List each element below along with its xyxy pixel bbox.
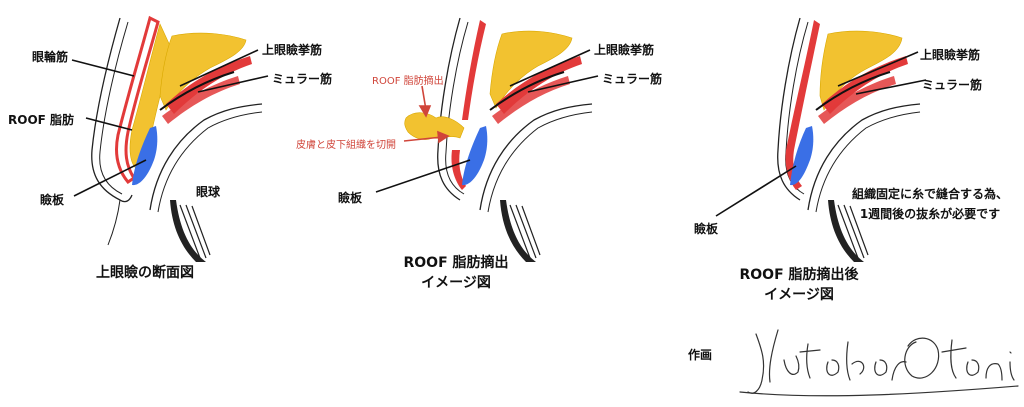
eyeball-outline — [807, 103, 921, 211]
panel2-pointer-lines — [375, 49, 599, 193]
caption-line-1: ROOF 脂肪摘出 — [403, 255, 509, 271]
eyeball-outline — [149, 103, 263, 211]
note-line-1: 組織固定に糸で縫合する為、 — [851, 187, 1008, 201]
cornea-shading — [170, 200, 206, 262]
cornea-shading — [828, 200, 864, 262]
label-roof-fat: ROOF 脂肪 — [8, 113, 75, 127]
panel-roof-removal: ROOF 脂肪摘出 皮膚と皮下組織を切開 瞼板 上眼瞼挙筋 ミュラー筋 ROOF… — [296, 0, 680, 407]
panel-eyelid-cross-section: 眼輪筋 ROOF 脂肪 瞼板 上眼瞼挙筋 ミュラー筋 眼球 上眼瞼の断面図 — [0, 0, 340, 407]
caption-line-1: ROOF 脂肪摘出後 — [739, 267, 859, 283]
label-tarsus: 瞼板 — [694, 222, 719, 236]
label-incision: 皮膚と皮下組織を切開 — [296, 140, 396, 151]
caption-title: 上眼瞼の断面図 — [96, 265, 194, 281]
eyeball-outline — [479, 103, 593, 211]
label-roof-removal: ROOF 脂肪摘出 — [372, 76, 444, 87]
eyelid-cross-section-drawing — [71, 15, 269, 262]
label-muller: ミュラー筋 — [602, 72, 663, 86]
orbital-fat — [489, 30, 573, 109]
panel1-caption: 上眼瞼の断面図 — [96, 263, 194, 283]
skin-outline — [91, 17, 133, 203]
label-muller: ミュラー筋 — [272, 72, 333, 86]
after-removal-drawing — [715, 17, 927, 262]
orbital-fat — [159, 32, 247, 111]
credit-label: 作画 — [688, 348, 713, 362]
label-muller: ミュラー筋 — [922, 78, 983, 92]
tarsus-plate — [790, 126, 814, 186]
skin-outline-inner — [99, 21, 129, 195]
label-levator: 上眼瞼挙筋 — [594, 43, 655, 57]
panel1-pointer-lines — [71, 49, 269, 197]
suture-note: 組織固定に糸で縫合する為、 1週間後の抜糸が必要です — [842, 184, 1018, 224]
orbicularis-muscle — [785, 20, 820, 190]
panel-after-roof-removal: 瞼板 上眼瞼挙筋 ミュラー筋 組織固定に糸で縫合する為、 1週間後の抜糸が必要で… — [680, 0, 1024, 407]
orbital-fat — [819, 30, 903, 111]
skin-outline — [777, 17, 801, 201]
extracted-roof-fat — [404, 112, 465, 140]
muller-muscle — [162, 76, 240, 124]
label-eyeball: 眼球 — [196, 185, 221, 199]
label-tarsus: 瞼板 — [338, 191, 363, 205]
signature-graphic — [739, 329, 1019, 397]
panel3-pointer-lines — [715, 51, 927, 217]
label-levator: 上眼瞼挙筋 — [920, 48, 981, 62]
muller-muscle — [818, 76, 896, 124]
orbicularis-muscle — [462, 20, 486, 120]
panel2-red-arrows — [403, 85, 450, 144]
orbicularis-muscle — [114, 15, 160, 184]
tarsus-plate — [462, 126, 488, 186]
label-orbicularis: 眼輪筋 — [32, 50, 69, 64]
cornea-shading — [500, 200, 536, 262]
panel2-caption: ROOF 脂肪摘出 イメージ図 — [396, 253, 516, 293]
caption-line-2: イメージ図 — [764, 287, 834, 303]
roof-removal-drawing — [375, 17, 599, 262]
orbicularis-muscle-lower — [451, 150, 466, 190]
panel3-caption: ROOF 脂肪摘出後 イメージ図 — [734, 265, 864, 305]
tarsus-plate — [132, 126, 158, 186]
label-levator: 上眼瞼挙筋 — [262, 43, 323, 57]
caption-line-2: イメージ図 — [421, 275, 491, 291]
muller-muscle — [492, 76, 570, 124]
label-tarsus: 瞼板 — [40, 193, 65, 207]
note-line-2: 1週間後の抜糸が必要です — [859, 207, 1001, 221]
